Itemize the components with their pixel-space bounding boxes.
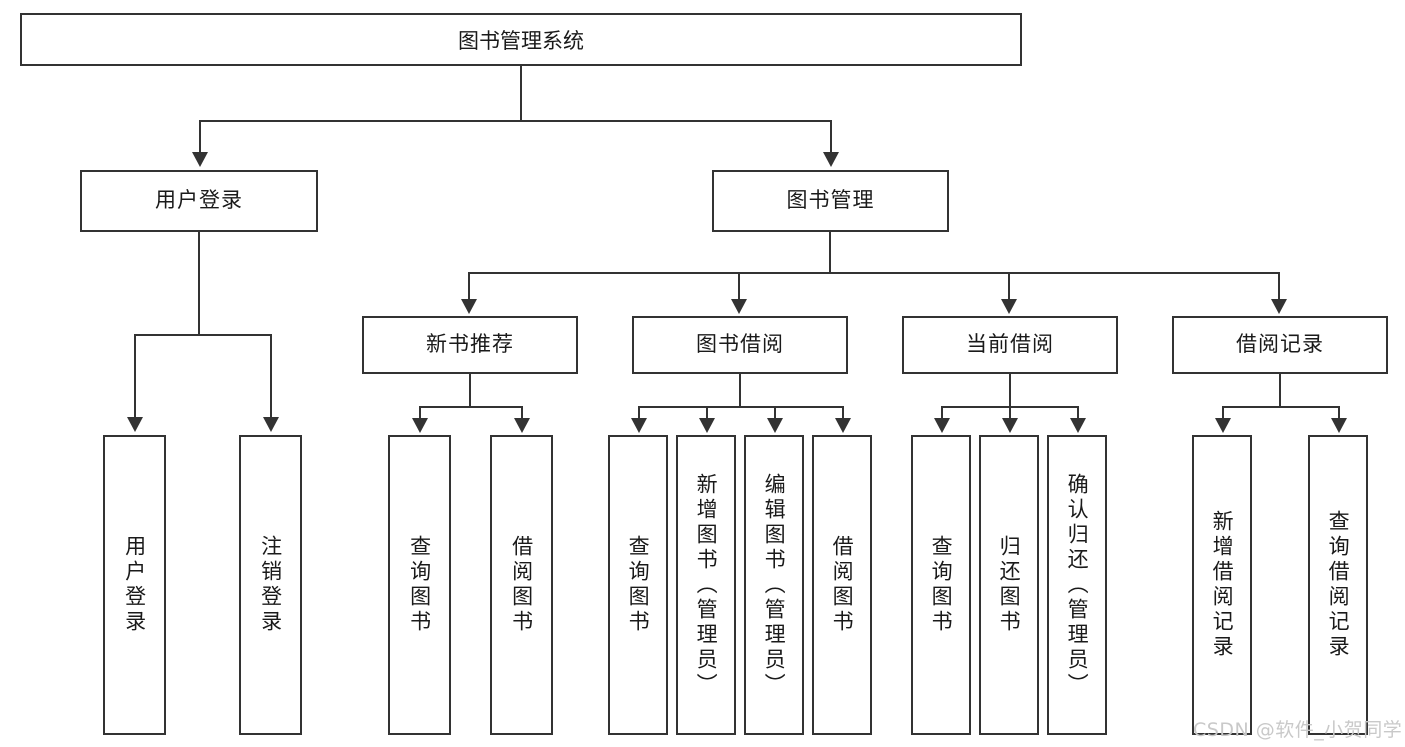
arrowhead-borrow-record-leaf-1 — [1215, 418, 1231, 433]
leaf-borrow-book-new-recommend[interactable]: 借阅图书 — [490, 435, 553, 735]
arrowhead-book-borrow-leaf-2 — [699, 418, 715, 433]
node-label: 归还图书 — [997, 535, 1022, 635]
edge-book-management-bus — [468, 272, 1280, 274]
edge-user-login-trunk — [198, 232, 200, 336]
node-label: 图书管理系统 — [458, 28, 584, 53]
node-current-borrow[interactable]: 当前借阅 — [902, 316, 1118, 374]
edge-bm-to-current-borrow — [1008, 272, 1010, 300]
arrowhead-user-login-leaf-1 — [127, 417, 143, 432]
edge-bm-to-borrow-record — [1278, 272, 1280, 300]
node-label: 当前借阅 — [966, 332, 1054, 357]
arrowhead-book-borrow-leaf-1 — [631, 418, 647, 433]
arrowhead-current-borrow-leaf-3 — [1070, 418, 1086, 433]
edge-borrow-record-trunk — [1279, 374, 1281, 408]
leaf-query-borrow-record[interactable]: 查询借阅记录 — [1308, 435, 1368, 735]
leaf-user-login[interactable]: 用户登录 — [103, 435, 166, 735]
node-label: 新书推荐 — [426, 332, 514, 357]
node-label: 用户登录 — [155, 188, 243, 213]
leaf-add-borrow-record[interactable]: 新增借阅记录 — [1192, 435, 1252, 735]
node-label: 编辑图书（管理员） — [762, 472, 787, 698]
edge-root-to-user-login — [199, 120, 201, 153]
node-label: 确认归还（管理员） — [1065, 472, 1090, 698]
leaf-query-book-new-recommend[interactable]: 查询图书 — [388, 435, 451, 735]
node-new-book-recommend[interactable]: 新书推荐 — [362, 316, 578, 374]
node-label: 新增借阅记录 — [1210, 510, 1235, 660]
node-label: 用户登录 — [122, 535, 147, 635]
edge-bm-to-new-book — [468, 272, 470, 300]
edge-root-bus — [199, 120, 832, 122]
edge-borrow-record-leaf-1 — [1222, 406, 1224, 420]
edge-current-borrow-trunk — [1009, 374, 1011, 408]
node-root-book-management-system[interactable]: 图书管理系统 — [20, 13, 1022, 66]
edge-bm-to-book-borrow — [738, 272, 740, 300]
edge-book-management-trunk — [829, 232, 831, 274]
edge-new-book-leaf-1 — [419, 406, 421, 420]
node-label: 借阅记录 — [1236, 332, 1324, 357]
node-book-management[interactable]: 图书管理 — [712, 170, 949, 232]
edge-book-borrow-trunk — [739, 374, 741, 408]
edge-borrow-record-leaf-2 — [1338, 406, 1340, 420]
node-label: 查询图书 — [626, 535, 651, 635]
arrowhead-current-borrow-leaf-1 — [934, 418, 950, 433]
edge-borrow-record-bus — [1222, 406, 1338, 408]
arrowhead-new-book-leaf-2 — [514, 418, 530, 433]
node-label: 图书借阅 — [696, 332, 784, 357]
node-label: 新增图书（管理员） — [694, 472, 719, 698]
leaf-borrow-book-borrow[interactable]: 借阅图书 — [812, 435, 872, 735]
edge-book-borrow-bus — [638, 406, 842, 408]
leaf-logout-login[interactable]: 注销登录 — [239, 435, 302, 735]
edge-book-borrow-leaf-2 — [706, 406, 708, 420]
edge-current-borrow-leaf-1 — [941, 406, 943, 420]
arrowhead-bm-new-book — [461, 299, 477, 314]
edge-user-login-bus — [134, 334, 272, 336]
leaf-confirm-return-admin[interactable]: 确认归还（管理员） — [1047, 435, 1107, 735]
arrowhead-new-book-leaf-1 — [412, 418, 428, 433]
leaf-query-book-current[interactable]: 查询图书 — [911, 435, 971, 735]
edge-user-login-to-leaf-2 — [270, 334, 272, 418]
leaf-edit-book-admin[interactable]: 编辑图书（管理员） — [744, 435, 804, 735]
edge-book-borrow-leaf-4 — [842, 406, 844, 420]
arrowhead-bm-borrow-record — [1271, 299, 1287, 314]
node-label: 借阅图书 — [830, 535, 855, 635]
edge-root-to-book-management — [830, 120, 832, 153]
arrowhead-to-book-management — [823, 152, 839, 167]
edge-user-login-to-leaf-1 — [134, 334, 136, 418]
edge-current-borrow-leaf-3 — [1077, 406, 1079, 420]
edge-root-trunk — [520, 66, 522, 122]
edge-new-book-bus — [419, 406, 523, 408]
node-label: 查询图书 — [929, 535, 954, 635]
watermark-text: CSDN @软件_小贺同学 — [1193, 719, 1403, 741]
edge-book-borrow-leaf-1 — [638, 406, 640, 420]
leaf-query-book-borrow[interactable]: 查询图书 — [608, 435, 668, 735]
arrowhead-to-user-login — [192, 152, 208, 167]
arrowhead-current-borrow-leaf-2 — [1002, 418, 1018, 433]
edge-book-borrow-leaf-3 — [774, 406, 776, 420]
node-label: 注销登录 — [258, 535, 283, 635]
edge-new-book-trunk — [469, 374, 471, 408]
node-book-borrow[interactable]: 图书借阅 — [632, 316, 848, 374]
arrowhead-user-login-leaf-2 — [263, 417, 279, 432]
node-label: 借阅图书 — [509, 535, 534, 635]
node-borrow-record[interactable]: 借阅记录 — [1172, 316, 1388, 374]
leaf-add-book-admin[interactable]: 新增图书（管理员） — [676, 435, 736, 735]
edge-new-book-leaf-2 — [521, 406, 523, 420]
node-label: 图书管理 — [786, 188, 875, 213]
arrowhead-bm-current-borrow — [1001, 299, 1017, 314]
arrowhead-book-borrow-leaf-3 — [767, 418, 783, 433]
arrowhead-borrow-record-leaf-2 — [1331, 418, 1347, 433]
node-user-login[interactable]: 用户登录 — [80, 170, 318, 232]
node-label: 查询图书 — [407, 535, 432, 635]
edge-current-borrow-leaf-2 — [1009, 406, 1011, 420]
node-label: 查询借阅记录 — [1326, 510, 1351, 660]
arrowhead-book-borrow-leaf-4 — [835, 418, 851, 433]
leaf-return-book[interactable]: 归还图书 — [979, 435, 1039, 735]
arrowhead-bm-book-borrow — [731, 299, 747, 314]
